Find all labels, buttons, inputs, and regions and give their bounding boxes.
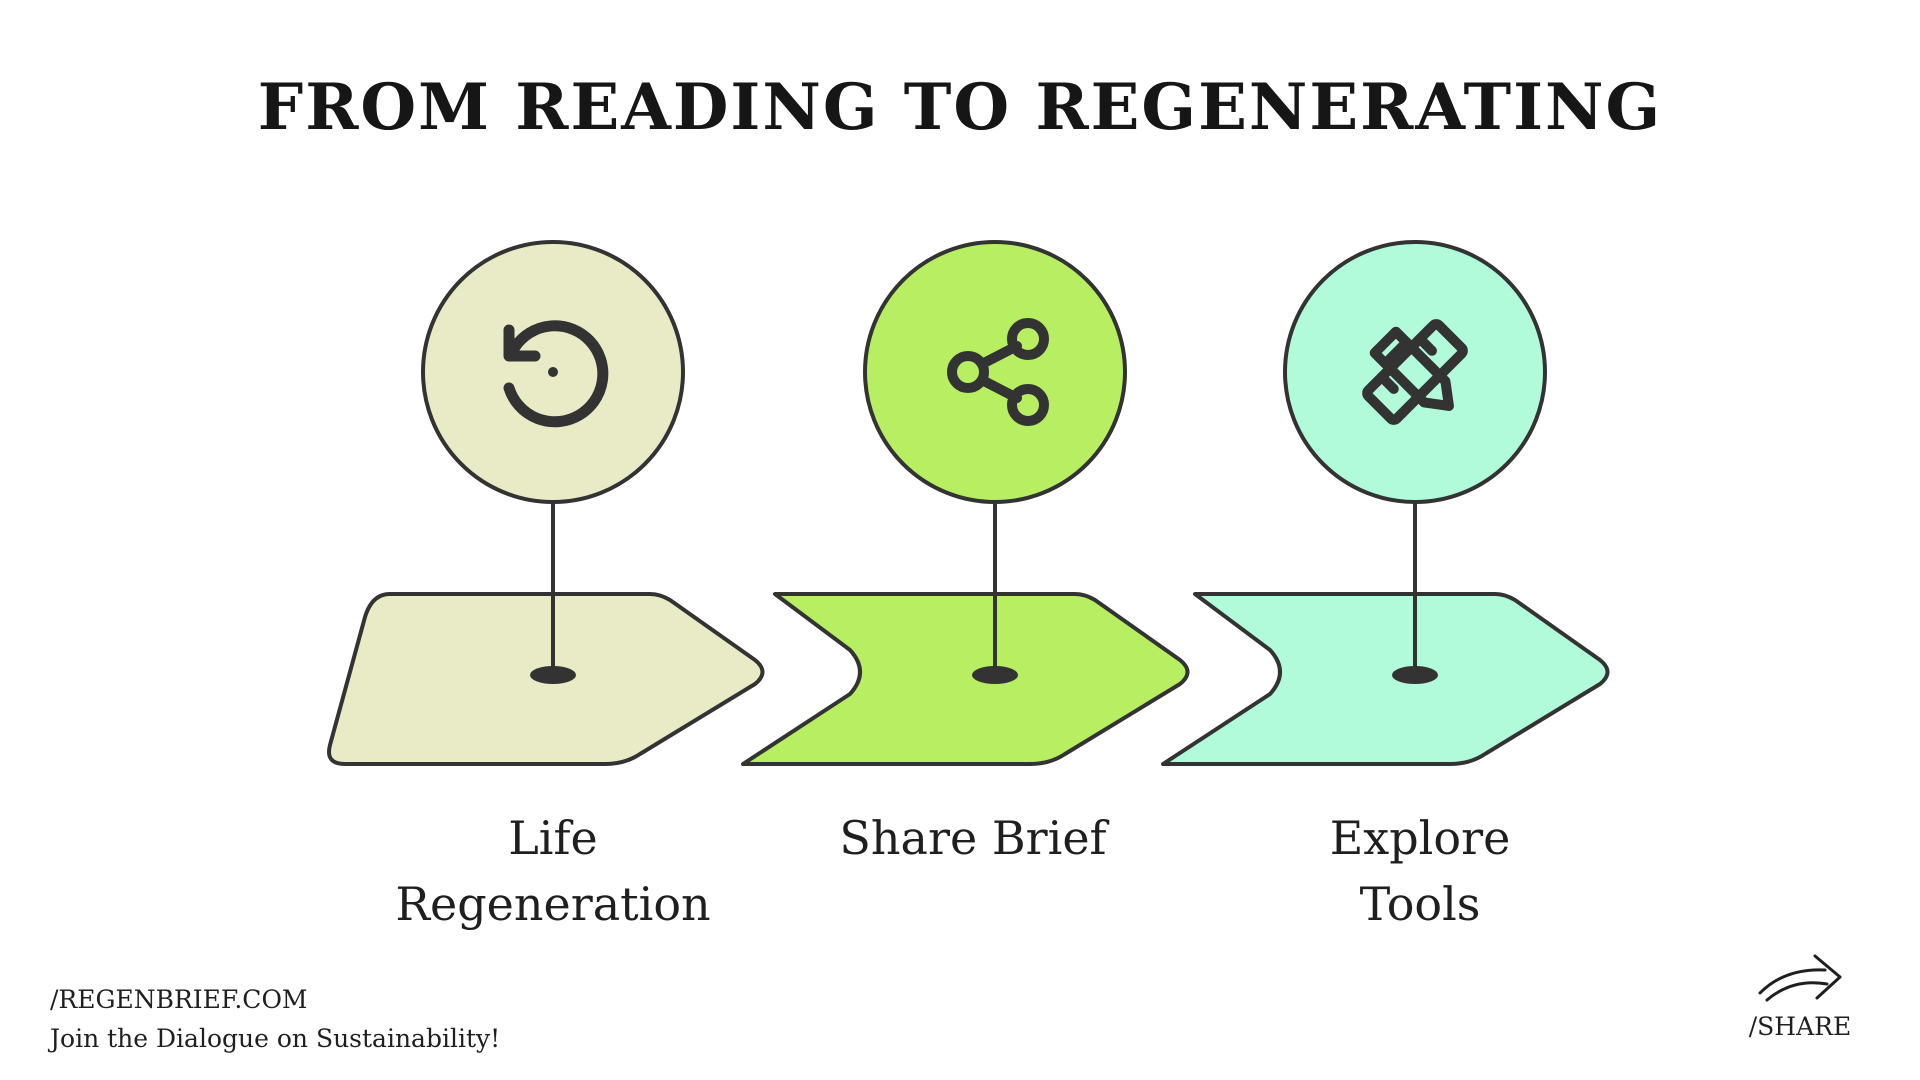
step-3-label-line2: Tools bbox=[1359, 877, 1481, 931]
step-3-label: Explore Tools bbox=[1210, 805, 1630, 937]
step-3-arrow-shape bbox=[1161, 592, 1610, 766]
site-link[interactable]: /REGENBRIEF.COM bbox=[50, 985, 308, 1014]
step-1-label-line1: Life bbox=[508, 811, 598, 865]
step-share-brief bbox=[741, 240, 1190, 766]
step-2-label: Share Brief bbox=[763, 805, 1183, 871]
step-1-label: Life Regeneration bbox=[343, 805, 763, 937]
share-arrow-icon bbox=[1758, 954, 1842, 1002]
share-button[interactable]: /SHARE bbox=[1730, 948, 1870, 1041]
share-label: /SHARE bbox=[1748, 1012, 1852, 1041]
step-2-arrow-shape bbox=[741, 592, 1190, 766]
step-life-regeneration bbox=[327, 240, 765, 766]
step-2-label-line1: Share Brief bbox=[839, 811, 1107, 865]
pencil-ruler-icon bbox=[1362, 319, 1468, 425]
page-title: FROM READING TO REGENERATING bbox=[257, 70, 1663, 145]
step-3-icon-circle bbox=[1283, 240, 1547, 504]
step-1-pin-base bbox=[530, 666, 576, 684]
step-3-label-line1: Explore bbox=[1329, 811, 1511, 865]
footer-left: /REGENBRIEF.COM Join the Dialogue on Sus… bbox=[50, 980, 500, 1058]
tagline: Join the Dialogue on Sustainability! bbox=[50, 1024, 501, 1053]
share-icon bbox=[947, 318, 1049, 426]
refresh-icon bbox=[503, 320, 609, 428]
step-2-pin-base bbox=[972, 666, 1018, 684]
step-3-pin-base bbox=[1392, 666, 1438, 684]
step-explore-tools bbox=[1161, 240, 1610, 766]
step-2-icon-circle bbox=[863, 240, 1127, 504]
step-1-label-line2: Regeneration bbox=[395, 877, 711, 931]
